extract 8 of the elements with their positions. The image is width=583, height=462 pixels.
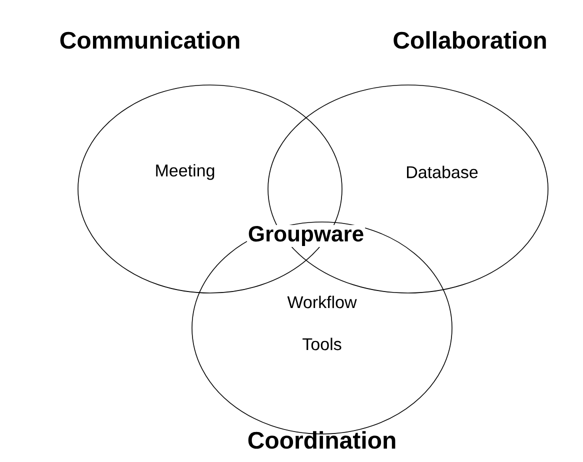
heading: Coordination	[248, 431, 396, 449]
heading: Communication	[60, 31, 240, 49]
body-text: Meeting	[156, 164, 214, 180]
overlap-label: Groupware	[246, 225, 366, 247]
body-text: Database	[407, 166, 478, 178]
body-text: Workflow Tools	[287, 296, 357, 350]
venn-circle	[192, 222, 452, 449]
heading: Collaboration	[394, 31, 546, 49]
